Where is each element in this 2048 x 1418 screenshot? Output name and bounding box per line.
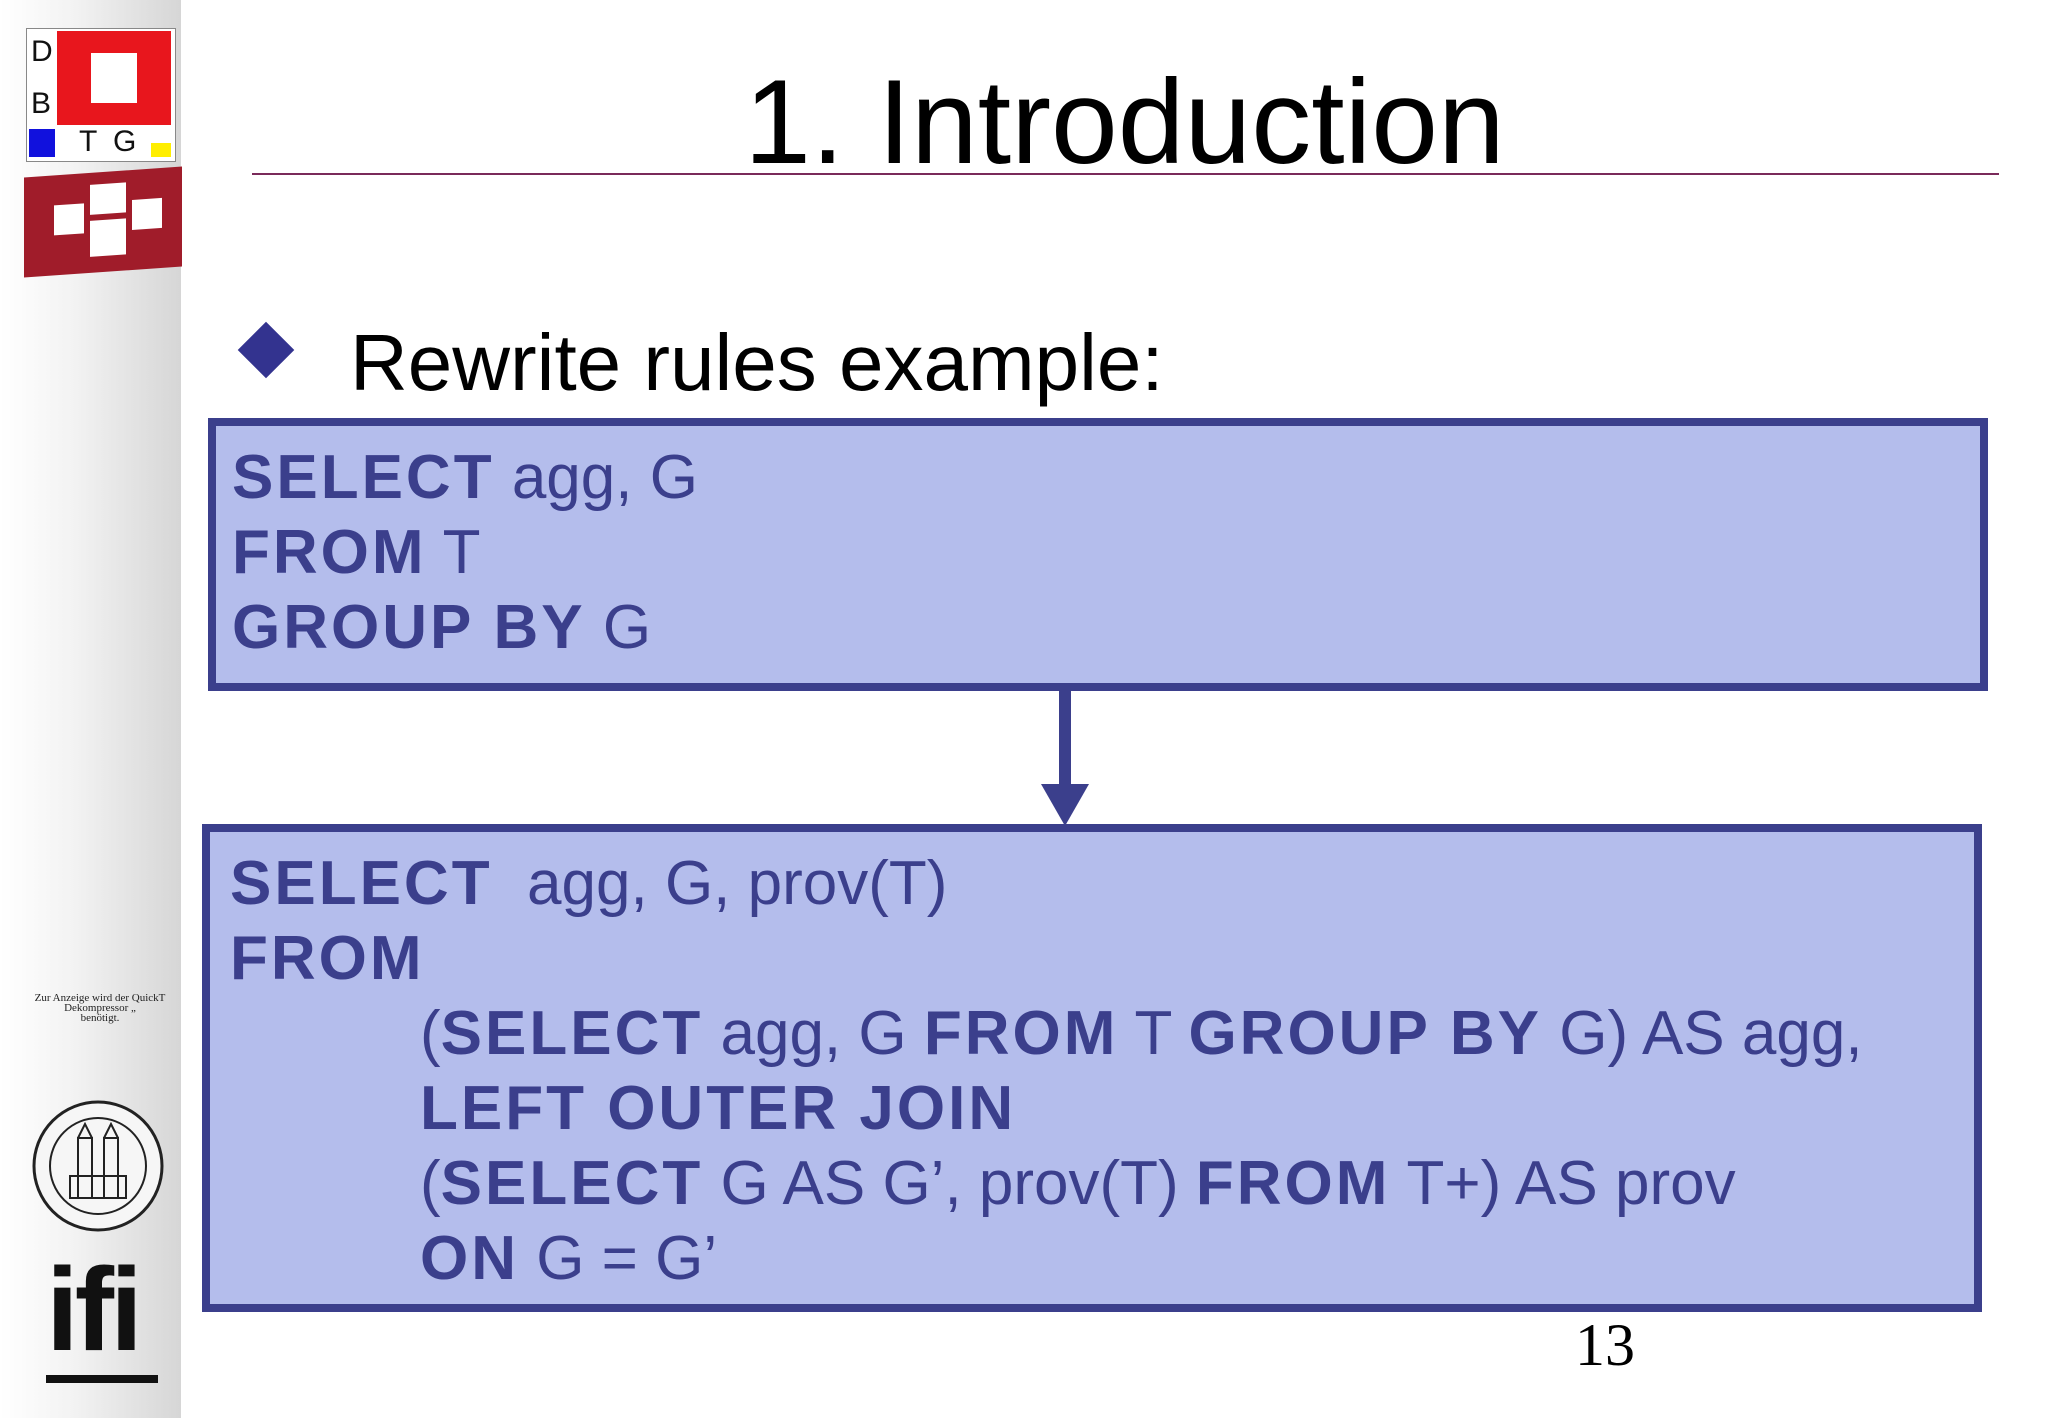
uzh-red-logo <box>24 166 182 278</box>
keyword-group-by: GROUP BY <box>1188 999 1543 1068</box>
dbtg-letter-t: T <box>79 125 98 158</box>
keyword-select: SELECT <box>440 1149 704 1218</box>
query-line-2: FROM T <box>232 515 481 590</box>
diamond-bullet-icon <box>237 321 295 379</box>
keyword-left-outer-join: LEFT OUTER JOIN <box>420 1074 1017 1143</box>
quicktime-notice: Zur Anzeige wird der QuickT Dekompressor… <box>20 992 180 1024</box>
query-text: agg, G, prov(T) <box>492 849 948 918</box>
quicktime-notice-line-1: Zur Anzeige wird der QuickT <box>34 992 166 1004</box>
bullet-text: Rewrite rules example: <box>350 318 1164 407</box>
keyword-group-by: GROUP BY <box>232 593 586 662</box>
keyword-from: FROM <box>230 924 425 993</box>
query-line-3: GROUP BY G <box>232 590 651 665</box>
dbtg-logo: D B T G <box>26 28 176 162</box>
query-line-3: (SELECT agg, G FROM T GROUP BY G) AS agg… <box>420 996 1863 1071</box>
university-seal-icon <box>32 1100 164 1232</box>
dbtg-logo-blue-block <box>29 129 55 157</box>
query-text: ( <box>420 1149 441 1218</box>
ifi-logo: ifi <box>46 1244 143 1376</box>
original-query-box: SELECT agg, G FROM T GROUP BY G <box>208 418 1988 691</box>
query-line-4: LEFT OUTER JOIN <box>420 1071 1016 1146</box>
keyword-from: FROM <box>232 518 427 587</box>
rewritten-query-box: SELECT agg, G, prov(T) FROM (SELECT agg,… <box>202 824 1982 1312</box>
query-text: G AS G’, prov(T) <box>703 1149 1196 1218</box>
query-text: agg, G <box>494 443 698 512</box>
query-text: T <box>1118 999 1189 1068</box>
slide-title: 1. Introduction <box>744 55 1505 189</box>
query-text: ( <box>420 999 441 1068</box>
query-line-2: FROM <box>230 921 425 996</box>
query-line-5: (SELECT G AS G’, prov(T) FROM T+) AS pro… <box>420 1146 1736 1221</box>
keyword-from: FROM <box>923 999 1119 1068</box>
dbtg-logo-yellow-block <box>151 143 171 157</box>
title-underline <box>252 173 1999 175</box>
keyword-select: SELECT <box>232 443 495 512</box>
quicktime-notice-line-3: benötigt. <box>80 1012 120 1024</box>
page-number: 13 <box>1575 1312 1635 1378</box>
dbtg-letter-g: G <box>113 125 137 158</box>
query-text: T+) AS prov <box>1390 1149 1736 1218</box>
keyword-on: ON <box>420 1224 519 1293</box>
quicktime-notice-line-2: Dekompressor „ <box>64 1002 136 1014</box>
keyword-select: SELECT <box>230 849 493 918</box>
dbtg-logo-red-block <box>57 31 171 125</box>
query-text: G <box>585 593 652 662</box>
query-line-1: SELECT agg, G, prov(T) <box>230 846 947 921</box>
query-text: agg, G <box>703 999 924 1068</box>
down-arrow-icon <box>1041 784 1089 826</box>
rewrite-arrow-shaft <box>1059 691 1071 786</box>
dbtg-letter-d: D <box>31 35 53 68</box>
query-line-1: SELECT agg, G <box>232 440 698 515</box>
query-text: T <box>426 518 481 587</box>
query-text: G = G’ <box>519 1224 718 1293</box>
keyword-from: FROM <box>1195 1149 1391 1218</box>
query-text: G) AS agg, <box>1542 999 1863 1068</box>
ifi-logo-bar <box>46 1375 158 1383</box>
query-line-6: ON G = G’ <box>420 1221 717 1296</box>
keyword-select: SELECT <box>440 999 704 1068</box>
sidebar: D B T G Zur Anzeige wird der QuickT Deko… <box>0 0 182 1418</box>
dbtg-letter-b: B <box>31 87 52 120</box>
